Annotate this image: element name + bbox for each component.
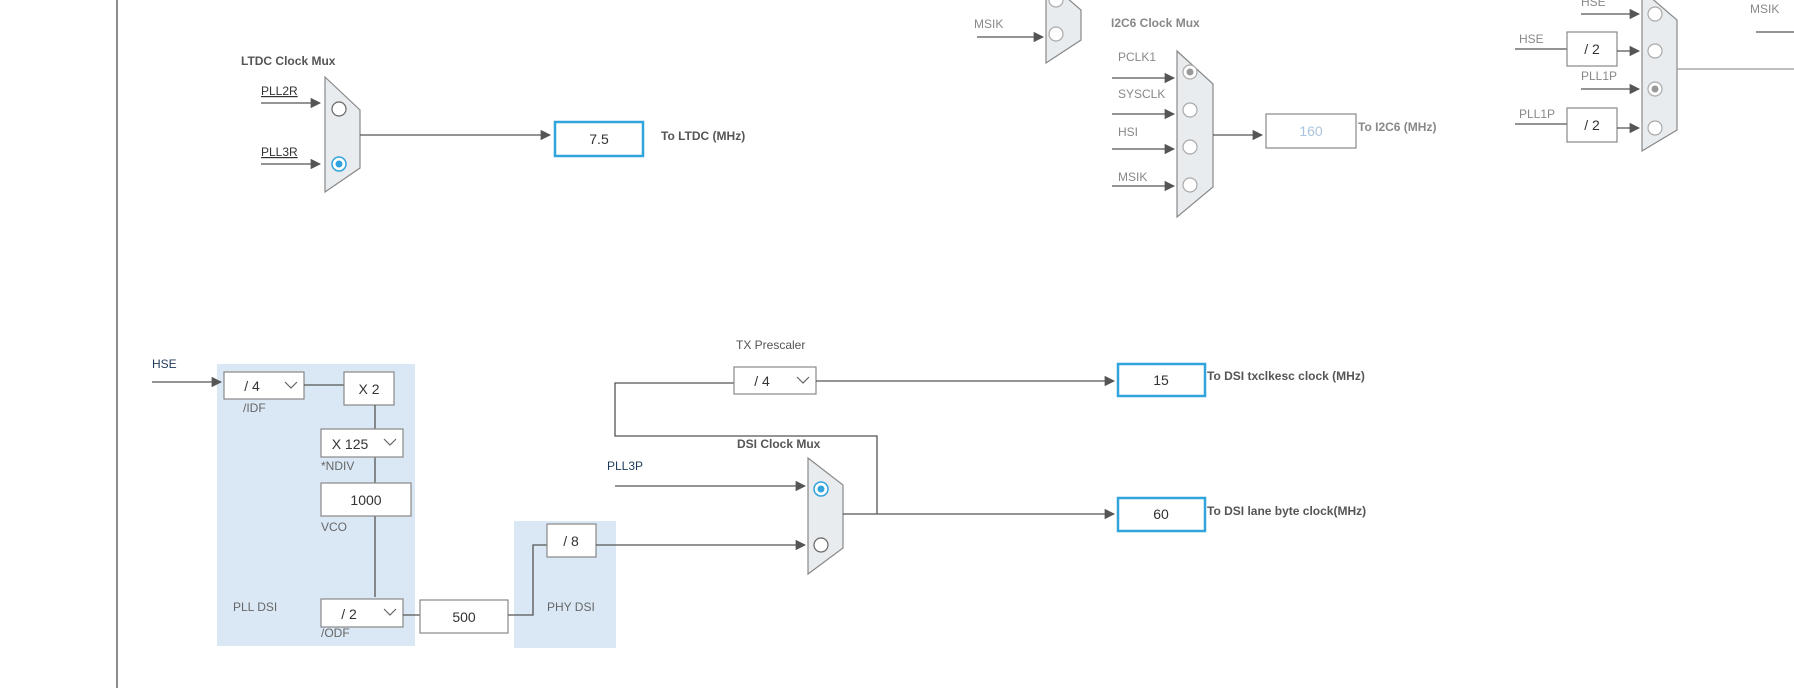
right-msik-label: MSIK: [1750, 2, 1779, 16]
i2c6-input-label: SYSCLK: [1118, 87, 1165, 101]
i2c6-frequency-value: 160: [1299, 123, 1323, 139]
lanebyte-label: To DSI lane byte clock(MHz): [1207, 504, 1366, 518]
i2c6-clock-mux: [1176, 49, 1214, 219]
ndiv-dropdown-value: X 125: [332, 436, 369, 452]
txclkesc-value: 15: [1153, 372, 1169, 388]
ltdc-frequency-value: 7.5: [589, 131, 609, 147]
chevron-down-icon: [383, 608, 397, 616]
txclkesc-frequency-field[interactable]: [1116, 362, 1207, 398]
phy-divider-value: / 8: [563, 533, 579, 549]
lanebyte-value: 60: [1153, 506, 1169, 522]
ltdc-clock-mux: [324, 75, 361, 194]
ndiv-label: *NDIV: [321, 459, 354, 473]
i2c6-clock-mux-group: I2C6 Clock Mux PCLK1 SYSCLK HSI MSIK 160…: [1111, 16, 1436, 219]
tx-prescaler-value: / 4: [754, 373, 770, 389]
tx-prescaler-dropdown[interactable]: / 4: [733, 366, 817, 395]
i2c6-output-label: To I2C6 (MHz): [1358, 120, 1436, 134]
odf-label: /ODF: [321, 626, 350, 640]
i2c6-input-label: HSI: [1118, 125, 1138, 139]
ltdc-input-pll3r-label: PLL3R: [261, 145, 298, 159]
tx-prescaler-label: TX Prescaler: [736, 338, 805, 352]
partial-top-mux-group: MSIK: [974, 0, 1082, 65]
odf-dropdown-value: / 2: [341, 606, 357, 622]
ltdc-input-pll2r-label: PLL2R: [261, 84, 298, 98]
idf-dropdown[interactable]: / 4: [223, 371, 305, 400]
partial-mux-radio-msik[interactable]: [1048, 26, 1064, 42]
wire: [508, 544, 547, 616]
chevron-down-icon: [284, 381, 298, 389]
dsi-clock-mux-group: PLL3P DSI Clock Mux TX Prescaler / 4 15 …: [607, 338, 1366, 576]
txclkesc-label: To DSI txclkesc clock (MHz): [1207, 369, 1365, 383]
right-mux-input-label: HSE: [1519, 32, 1544, 46]
odf-dropdown[interactable]: / 2: [320, 598, 404, 628]
ltdc-radio-pll2r[interactable]: [331, 101, 347, 117]
chevron-down-icon: [796, 376, 810, 384]
ndiv-dropdown[interactable]: X 125: [320, 428, 404, 458]
vco-value: 1000: [350, 492, 381, 508]
dsi-mux-radio-phy[interactable]: [813, 537, 829, 553]
ltdc-clock-mux-group: LTDC Clock Mux PLL2R PLL3R 7.5 To LTDC (…: [241, 54, 745, 194]
ltdc-frequency-field[interactable]: [553, 120, 645, 158]
radio-selected-dot: [1651, 85, 1659, 93]
ltdc-output-label: To LTDC (MHz): [661, 129, 745, 143]
hse-divider-value: / 2: [1584, 41, 1600, 57]
idf-dropdown-value: / 4: [244, 378, 260, 394]
i2c6-frequency-field[interactable]: [1265, 113, 1357, 149]
vco-box: [320, 482, 412, 517]
pll-dsi-output-value: 500: [452, 609, 476, 625]
x2-multiplier-box: [343, 371, 395, 406]
radio-selected-dot: [335, 160, 343, 168]
partial-mux-input-msik-label: MSIK: [974, 17, 1003, 31]
ltdc-mux-title: LTDC Clock Mux: [241, 54, 336, 68]
i2c6-radio-msik[interactable]: [1182, 177, 1198, 193]
partial-mux-radio[interactable]: [1048, 0, 1064, 8]
chevron-down-icon: [383, 438, 397, 446]
i2c6-radio-sysclk[interactable]: [1182, 102, 1198, 118]
hse-source-label: HSE: [152, 357, 177, 371]
right-mux-input-label: PLL1P: [1519, 107, 1555, 121]
i2c6-input-label: MSIK: [1118, 170, 1147, 184]
pll1p-divider-box: [1566, 107, 1618, 143]
dsi-mux-input-pll3p-label: PLL3P: [607, 459, 643, 473]
right-mux-input-label: PLL1P: [1581, 69, 1617, 83]
dsi-mux-title: DSI Clock Mux: [737, 437, 821, 451]
lanebyte-frequency-field[interactable]: [1116, 496, 1207, 533]
partial-clock-mux: [1045, 0, 1082, 65]
i2c6-mux-title: I2C6 Clock Mux: [1111, 16, 1200, 30]
vco-label: VCO: [321, 520, 347, 534]
pll-dsi-output-box: [419, 599, 509, 634]
x2-multiplier-value: X 2: [358, 381, 379, 397]
right-mux-radio[interactable]: [1647, 43, 1663, 59]
right-mux-radio[interactable]: [1647, 120, 1663, 136]
pll1p-divider-value: / 2: [1584, 117, 1600, 133]
right-mux-input-label: HSE: [1581, 0, 1606, 9]
right-clock-mux-group: HSE HSE / 2 PLL1P PLL1P / 2 MSIK: [1515, 0, 1794, 153]
radio-selected-dot: [1186, 68, 1194, 76]
tx-feedback-wire: [614, 382, 878, 514]
pll-dsi-label: PLL DSI: [233, 600, 277, 614]
hse-divider-box: [1566, 31, 1618, 67]
right-clock-mux: [1641, 0, 1678, 153]
pll-dsi-group: HSE / 4 /IDF X 2 X 125 *NDIV 1000 VCO PL…: [152, 357, 509, 646]
phy-divider-box: [546, 523, 597, 558]
i2c6-radio-hsi[interactable]: [1182, 139, 1198, 155]
phy-dsi-group: / 8 PHY DSI: [508, 521, 807, 648]
i2c6-input-label: PCLK1: [1118, 50, 1156, 64]
dsi-clock-mux: [807, 456, 844, 576]
radio-selected-dot: [817, 485, 825, 493]
idf-label: /IDF: [243, 401, 266, 415]
phy-dsi-label: PHY DSI: [547, 600, 595, 614]
right-mux-radio[interactable]: [1647, 6, 1663, 22]
